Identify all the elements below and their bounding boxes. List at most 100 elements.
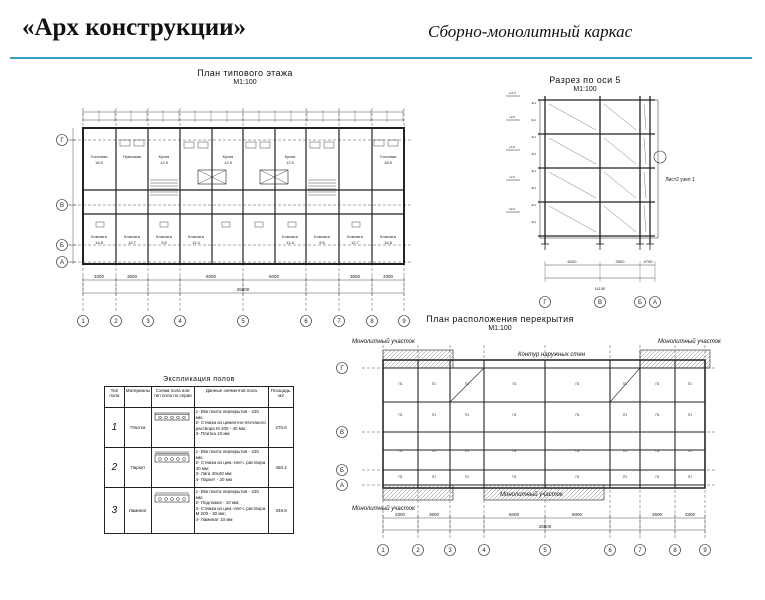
axis-label: 2 xyxy=(416,548,420,554)
axis-marker xyxy=(669,544,681,556)
room-label: Прихожая xyxy=(123,154,142,159)
fixture xyxy=(323,141,335,149)
table-header: Площадь, м2 xyxy=(268,386,294,408)
slab-mark: П1 xyxy=(623,413,627,417)
axis-label: 8 xyxy=(370,319,374,325)
hatch-line xyxy=(396,349,416,369)
fixture xyxy=(221,221,231,228)
fixture xyxy=(254,221,264,228)
axis-label: Б xyxy=(60,243,64,249)
axis-marker xyxy=(56,256,68,268)
slab-mark: П1 xyxy=(575,413,579,417)
dimension-text: 4700 xyxy=(644,259,654,264)
axis-marker xyxy=(412,544,424,556)
axis-marker xyxy=(478,544,490,556)
slab-title: План расположения перекрытия xyxy=(426,314,574,324)
table-header-row: Тип пола Материалы Схема пола или тип по… xyxy=(104,386,294,408)
frame-diagonal xyxy=(643,103,647,131)
section-axis xyxy=(594,296,606,308)
floor-layer: 2- Стяжка из цементно-песчаного раствора… xyxy=(195,420,266,431)
room-area: 18.9 xyxy=(95,160,104,165)
frame-diagonal xyxy=(548,171,597,199)
axis-label: 1 xyxy=(381,548,385,554)
dimension-text: 6000 xyxy=(509,512,520,517)
plan-scale: М1:100 xyxy=(233,79,257,86)
axis-label: 9 xyxy=(402,319,406,325)
slab-mark: П1 xyxy=(398,382,402,386)
zone-label: Монолитный участок xyxy=(352,506,415,512)
fixture xyxy=(259,141,271,149)
hatch-line xyxy=(412,349,432,369)
hatch-line xyxy=(685,349,705,369)
frame-diagonal xyxy=(548,137,597,165)
room-label: Комната xyxy=(380,234,396,239)
axis-label: А xyxy=(60,260,64,266)
hatch-line xyxy=(701,359,711,369)
hatch-line xyxy=(416,349,436,369)
axis-label: Б xyxy=(340,468,344,474)
hatch-line xyxy=(408,349,428,369)
axis-marker xyxy=(110,315,122,327)
hatch-line xyxy=(428,349,448,369)
axis-marker xyxy=(336,426,348,438)
dimension-text: 6000 xyxy=(206,274,217,279)
frame-diagonal xyxy=(643,171,647,199)
floor-layer: 1- В/ж плита перекрытия - 220 мм; xyxy=(195,449,259,460)
slab-mark: П1 xyxy=(398,449,402,453)
room-area: 14.8 xyxy=(384,240,393,245)
fixture xyxy=(287,221,297,228)
dimension-text: 3600 xyxy=(652,512,663,517)
floor-layer: 2- Подложка - 10 мм; xyxy=(195,500,240,505)
level-label: +3.0 xyxy=(509,175,515,179)
axis-label: А xyxy=(653,300,657,306)
hatch-line xyxy=(600,496,605,501)
slab-scale: М1:100 xyxy=(488,325,512,332)
axis-label: 9 xyxy=(703,548,707,554)
axis-label: 6 xyxy=(304,319,308,325)
element-mark: Ж1 xyxy=(532,220,537,224)
slab-mark: П1 xyxy=(575,475,579,479)
axis-label: Г xyxy=(340,366,344,372)
hatch-line xyxy=(639,349,649,359)
axis-marker xyxy=(699,544,711,556)
hatch-line xyxy=(483,484,493,494)
hatch-line xyxy=(639,349,657,367)
section-axis xyxy=(539,296,551,308)
frame-diagonal xyxy=(548,205,597,233)
slab-mark: П1 xyxy=(512,413,516,417)
floor-scheme xyxy=(150,487,195,534)
plan-title: План типового этажа xyxy=(197,68,293,78)
axis-label: Б xyxy=(638,300,642,306)
hatch-line xyxy=(382,349,388,355)
axis-marker xyxy=(377,544,389,556)
level-label: ±0.0 xyxy=(509,207,515,211)
slab-mark: П1 xyxy=(512,475,516,479)
fixture xyxy=(245,141,257,149)
frame-diagonal xyxy=(548,103,597,131)
elevator-shaft xyxy=(259,169,289,185)
floor-type: 1 xyxy=(104,407,125,448)
dimension-text: 6000 xyxy=(269,274,280,279)
slab-mark: П1 xyxy=(688,475,692,479)
hatch-line xyxy=(657,349,677,369)
room-label: Кухня xyxy=(223,154,234,159)
level-label: +12.0 xyxy=(508,91,516,95)
element-mark: Ж1 xyxy=(532,118,537,122)
hatch-line xyxy=(677,349,697,369)
section-frame xyxy=(539,99,659,239)
axis-marker xyxy=(237,315,249,327)
section-axis xyxy=(634,296,646,308)
room-area: 12.7 xyxy=(351,240,360,245)
slab-mark: П1 xyxy=(623,475,627,479)
hatch-line xyxy=(596,492,605,501)
hatch-line xyxy=(681,349,701,369)
table-row: 1 Плитка 1- В/ж плита перекрытия - 220 м… xyxy=(104,407,294,448)
hatch-line xyxy=(382,349,392,359)
hatch-line xyxy=(669,349,689,369)
axis-marker xyxy=(56,134,68,146)
hatch-line xyxy=(649,349,669,369)
axis-marker xyxy=(336,362,348,374)
floor-layer: 1- В/ж плита перекрытия - 220 мм; xyxy=(195,489,259,500)
axis-marker xyxy=(634,544,646,556)
